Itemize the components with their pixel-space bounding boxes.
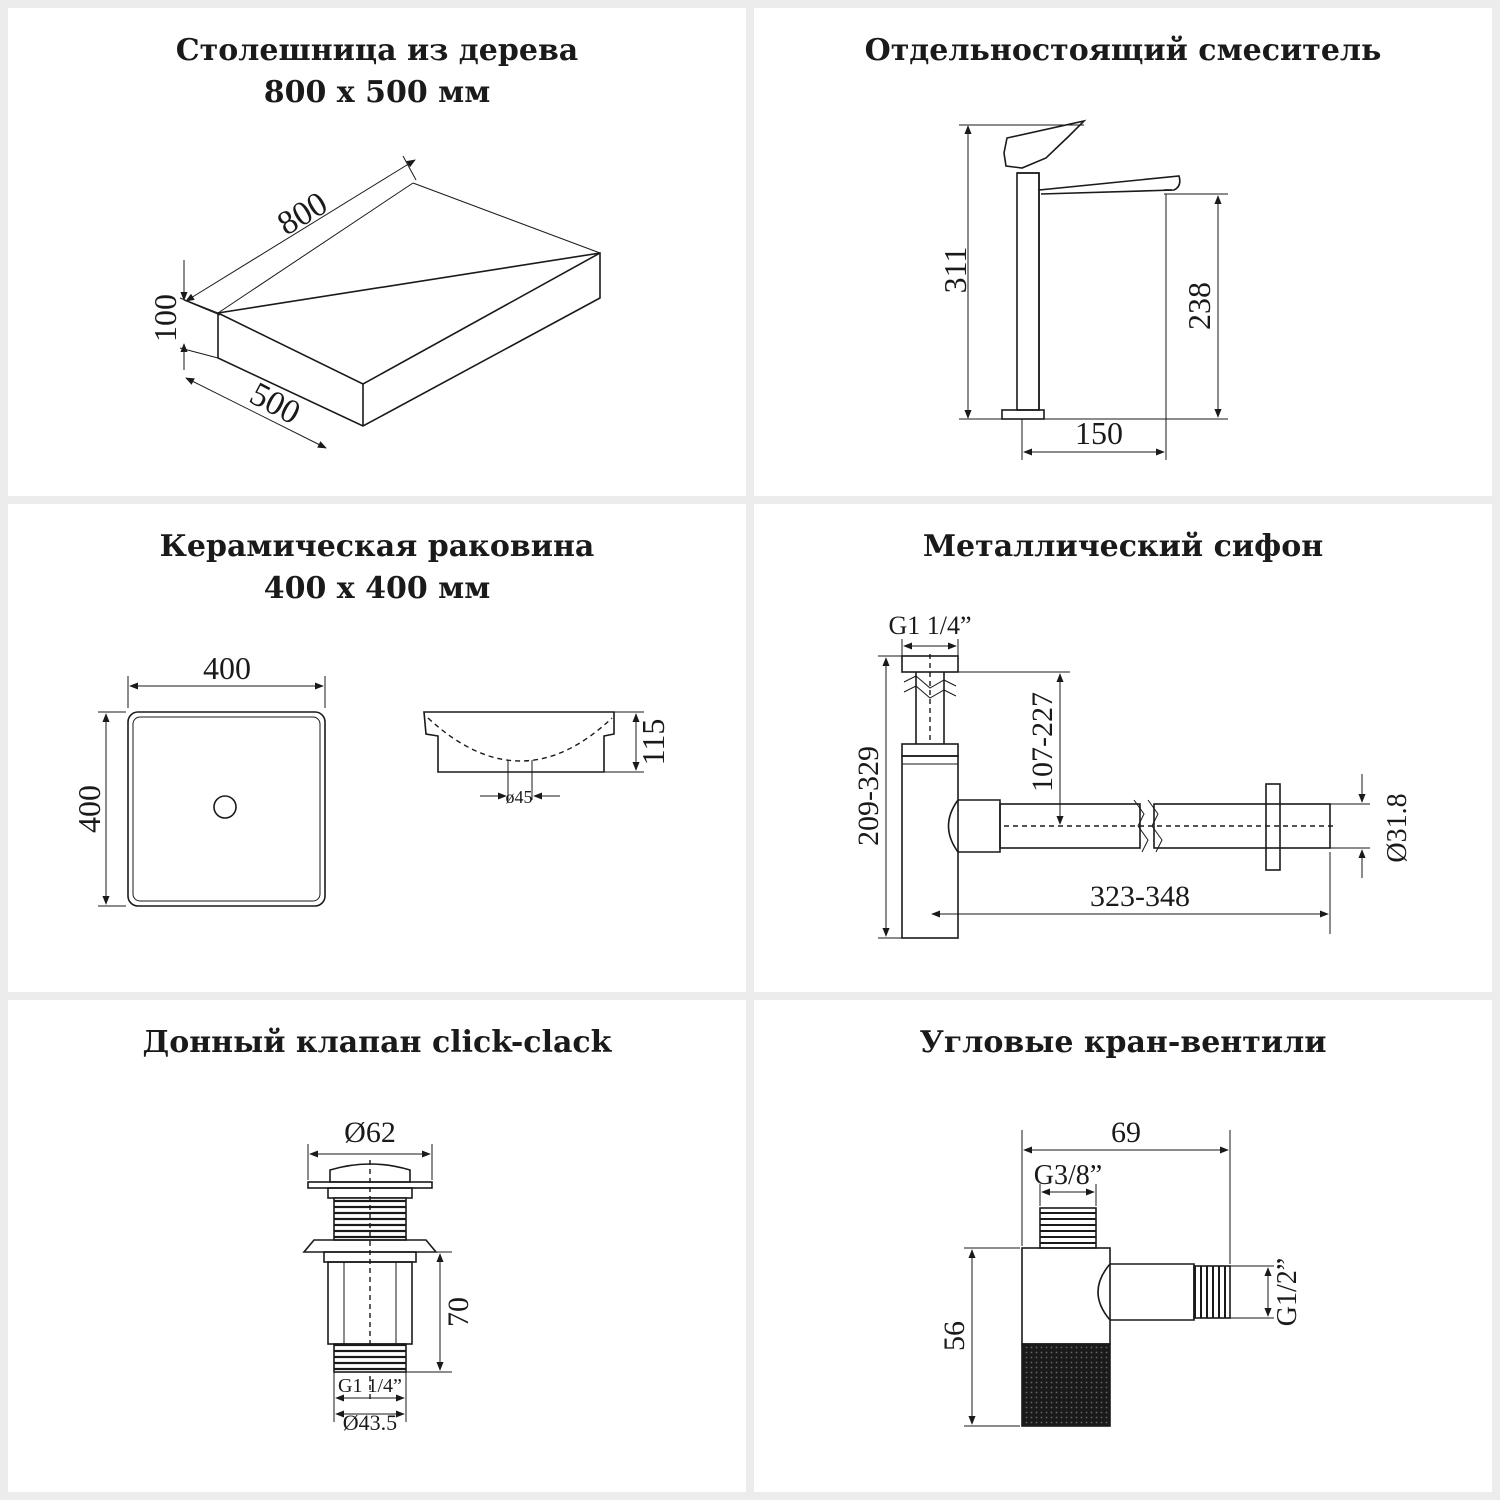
siphon-title-line1: Металлический сифон — [922, 529, 1324, 564]
depth-dimension-line — [185, 377, 327, 449]
outlet-thread — [1193, 1265, 1231, 1319]
siphon-panel: Металлический сифон — [754, 504, 1492, 992]
basin-title-line1: Керамическая раковина — [159, 529, 595, 564]
drain-valve-title: Донный клапан click-clack — [8, 1022, 746, 1064]
siphon-outlet-elbow — [947, 799, 1001, 853]
countertop-panel: Столешница из дерева 800 x 500 мм 800 — [8, 8, 746, 496]
pipe-length-value: 323-348 — [1090, 880, 1190, 913]
faucet-spout — [1017, 172, 1181, 195]
siphon-wall-flange — [1265, 783, 1281, 871]
inlet-height-value: 107-227 — [1026, 692, 1059, 792]
drain-valve-drawing: Ø62 70 G1 1/4” Ø43.5 — [302, 1116, 475, 1435]
depth-value: 500 — [244, 375, 306, 432]
countertop-title: Столешница из дерева 800 x 500 мм — [8, 30, 746, 114]
thread-value: G1 1/4” — [888, 611, 971, 640]
angle-valve-title: Угловые кран-вентили — [754, 1022, 1492, 1064]
countertop-drawing: 800 100 500 — [147, 155, 601, 449]
inlet-thread — [1039, 1207, 1097, 1249]
length-value: 69 — [1111, 1116, 1141, 1149]
faucet-column — [1016, 172, 1040, 411]
outlet-thread-value: G1/2” — [1272, 1258, 1303, 1326]
length-value: 400 — [71, 785, 107, 833]
basin-title-line2: 400 x 400 мм — [263, 571, 491, 606]
faucet-panel: Отдельностоящий смеситель 311 — [754, 8, 1492, 496]
height-value: 56 — [938, 1321, 971, 1351]
thread-value: G1 1/4” — [338, 1375, 402, 1397]
length-value: 800 — [271, 185, 334, 243]
valve-knurled-handle — [1021, 1343, 1111, 1427]
angle-valve-drawing: 69 G3/8” 56 G1/2” — [938, 1116, 1303, 1427]
angle-valve-panel: Угловые кран-вентили — [754, 1000, 1492, 1492]
spout-height-value: 238 — [1181, 282, 1217, 330]
pipe-diameter-value: Ø31.8 — [1382, 793, 1413, 862]
height-value: 115 — [635, 719, 671, 766]
countertop-outline — [217, 252, 601, 427]
faucet-drawing: 311 238 150 — [937, 119, 1228, 460]
faucet-title-line1: Отдельностоящий смеситель — [864, 33, 1382, 68]
valve-body — [1021, 1247, 1111, 1345]
basin-top-view-outer — [127, 711, 326, 907]
reach-value: 150 — [1075, 415, 1123, 451]
total-height-value: 311 — [937, 247, 973, 294]
countertop-back-right-edge — [412, 182, 601, 254]
cap-diameter-value: Ø62 — [344, 1116, 396, 1149]
faucet-title: Отдельностоящий смеситель — [754, 30, 1492, 72]
basin-top-view-inner — [132, 716, 321, 902]
basin-panel: Керамическая раковина 400 x 400 мм 400 4… — [8, 504, 746, 992]
basin-bowl-profile — [427, 717, 613, 762]
height-value: 100 — [147, 294, 183, 342]
valve-lower-thread — [333, 1343, 407, 1373]
drain-hole — [213, 795, 237, 819]
siphon-bottle-body — [901, 755, 959, 939]
faucet-base — [1001, 409, 1045, 420]
siphon-bottle-cap — [901, 743, 959, 757]
inlet-thread-value: G3/8” — [1034, 1160, 1102, 1191]
width-value: 400 — [203, 650, 251, 686]
length-dimension-line — [185, 159, 416, 302]
angle-valve-title-line1: Угловые кран-вентили — [919, 1025, 1327, 1060]
countertop-top-edge — [217, 252, 601, 385]
basin-side-view — [423, 711, 615, 773]
faucet-handle — [1003, 119, 1087, 169]
siphon-drawing: G1 1/4” 209-329 107-227 323-348 Ø31.8 — [852, 611, 1413, 939]
drain-valve-title-line1: Донный клапан click-clack — [142, 1025, 612, 1060]
drain-valve-panel: Донный клапан click-clack — [8, 1000, 746, 1492]
body-length-value: 70 — [442, 1297, 475, 1327]
basin-title: Керамическая раковина 400 x 400 мм — [8, 526, 746, 610]
drain-value: ø45 — [506, 787, 533, 807]
total-height-value: 209-329 — [852, 746, 885, 846]
siphon-title: Металлический сифон — [754, 526, 1492, 568]
valve-cap — [329, 1163, 411, 1183]
basin-drawing: 400 400 ø45 115 — [71, 650, 671, 907]
outlet-diameter-value: Ø43.5 — [343, 1410, 397, 1435]
valve-outlet-arm — [1097, 1263, 1195, 1321]
countertop-title-line2: 800 x 500 мм — [263, 75, 491, 110]
countertop-title-line1: Столешница из дерева — [175, 33, 579, 68]
